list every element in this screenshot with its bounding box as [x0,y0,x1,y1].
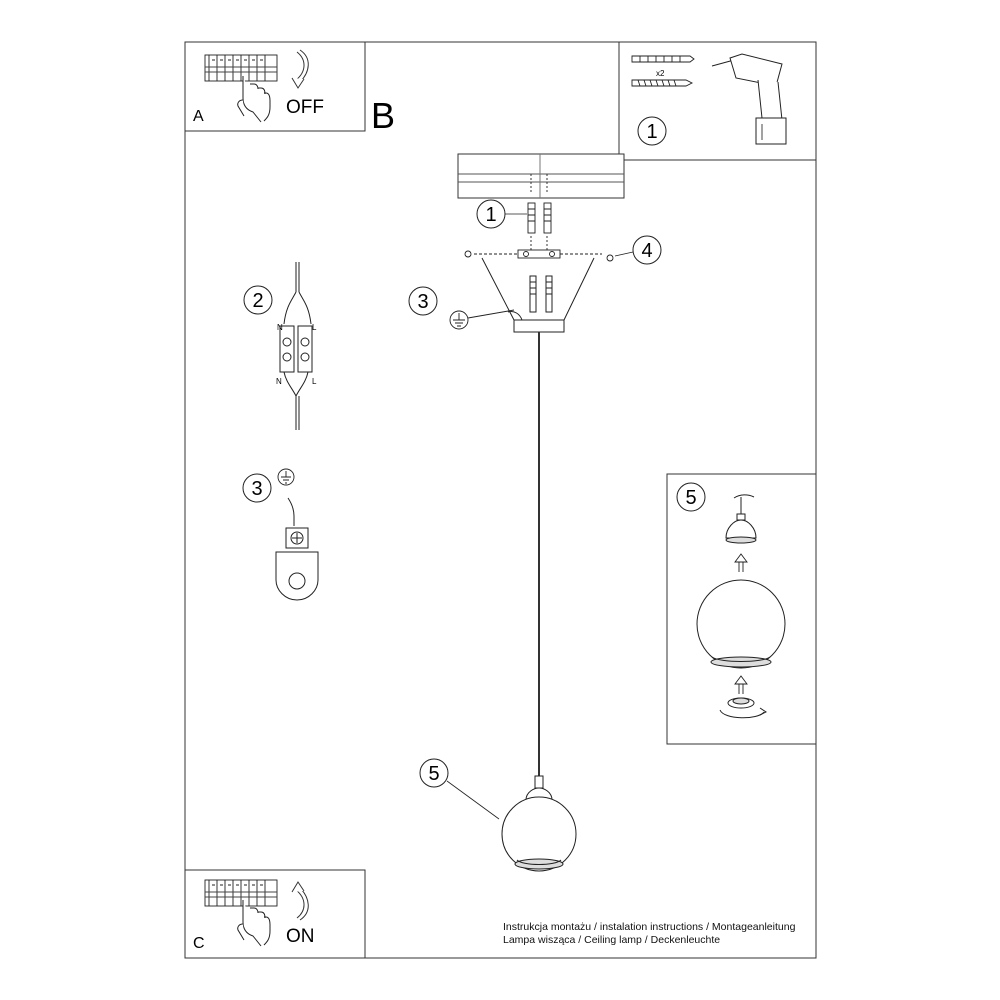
ceiling-anchors [527,174,552,250]
wiring-live-bottom: L [312,377,317,386]
wiring-detail: 2 N L N L [243,262,317,430]
callout-5-circle [419,758,449,788]
wiring-live-top: L [312,323,317,332]
shade-cap-icon [725,494,757,544]
panel-b-letter: B [371,95,395,136]
ground-lug-icon [275,527,319,601]
wiring-neutral-top: N [277,323,283,332]
anchor-count: x2 [656,69,665,78]
ceiling-slab [457,153,625,199]
shade-step-number: 5 [685,487,696,509]
ground-symbol-icon [277,468,295,486]
panel-a-letter: A [193,108,204,125]
callout-5-number: 5 [428,763,439,785]
shade-step-circle [676,482,706,512]
connector-block-icon [279,262,313,430]
ground-detail: 3 [242,468,319,601]
callout-4-number: 4 [641,240,652,262]
tools-step-number: 1 [646,121,657,143]
ground-step-circle [242,473,272,503]
arrow-up-icon-lower [734,675,748,694]
callout-1-number: 1 [485,204,496,226]
main-ground-symbol-icon [449,309,515,330]
wiring-step-number: 2 [252,290,263,312]
arrow-down-icon [291,49,309,89]
callout-3-circle [408,286,438,316]
shade-assembly-panel: 5 [666,473,817,745]
retaining-ring-icon [719,697,767,719]
panel-a: A OFF [184,41,366,132]
arrow-up-curve-icon [291,881,309,921]
hand-pointer-icon-c [237,900,271,947]
callout-3-number: 3 [417,291,428,313]
footer-line-1: Instrukcja montażu / instalation instruc… [503,921,796,933]
panel-c-caption: ON [286,926,315,947]
tools-panel: x2 1 [618,41,817,161]
breaker-box-icon [204,54,278,82]
panel-c: C ON [184,869,366,959]
arrow-up-icon [734,553,748,572]
breaker-box-icon-c [204,879,278,907]
glass-globe-icon [696,579,786,669]
footer-caption: Instrukcja montażu / instalation instruc… [503,921,795,947]
power-drill-icon [711,53,787,145]
screw-icon [631,79,694,87]
wiring-neutral-bottom: N [276,377,282,386]
tools-step-circle [637,116,667,146]
ground-wire [287,497,295,526]
ceiling-canopy [481,257,595,333]
ground-step-number: 3 [251,478,262,500]
panel-a-caption: OFF [286,97,324,118]
main-assembly: 1 4 3 [408,153,662,872]
footer-line-2: Lampa wisząca / Ceiling lamp / Deckenleu… [503,934,721,946]
callout-4-circle [632,235,662,265]
wall-anchor-icon [631,55,695,63]
mounting-bracket [464,249,614,262]
pendant-shade [501,775,577,872]
wiring-step-circle [243,285,273,315]
hand-pointer-icon [237,76,271,123]
panel-c-letter: C [193,935,205,952]
